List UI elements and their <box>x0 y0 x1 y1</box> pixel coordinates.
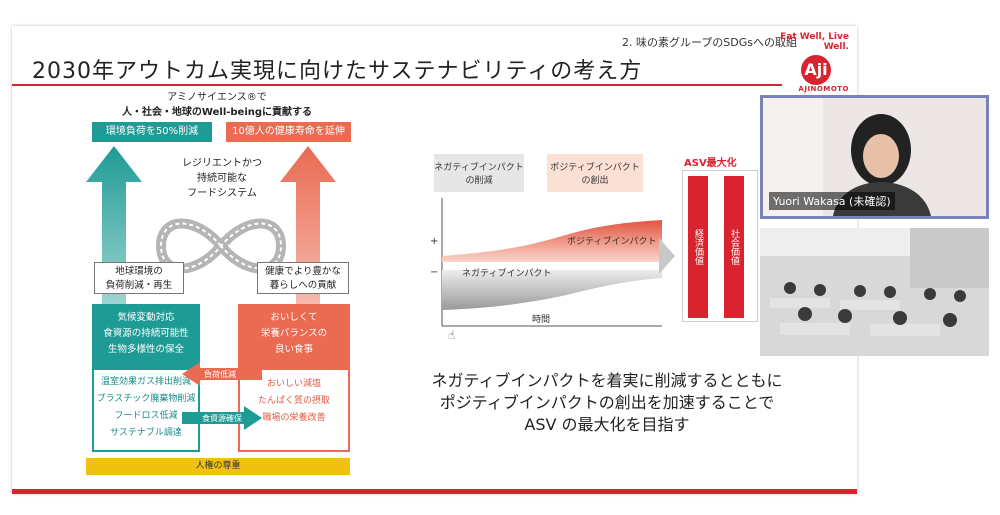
ajinomoto-logo-icon: Aji <box>801 55 831 85</box>
right-box-line-2: 暮らしへの貢献 <box>269 280 337 291</box>
left-benefit-box: 地球環境の 負荷削減・再生 <box>94 262 184 294</box>
right-title-1: おいしくて <box>270 312 318 323</box>
right-box-line-1: 健康でより豊かな <box>265 266 341 277</box>
economic-value-bar: 経済価値 <box>688 176 708 318</box>
list-item: おいしい減塩 <box>266 379 321 389</box>
slide-title: 2030年アウトカム実現に向けたサステナビリティの考え方 <box>32 59 643 84</box>
positive-create-box: ポジティブインパクト の創出 <box>547 154 643 192</box>
video-tile-classroom[interactable] <box>760 228 989 356</box>
heading-line-1: アミノサイエンス®で <box>167 92 267 103</box>
left-box-line-1: 地球環境の <box>115 266 163 277</box>
brand-name: AJINOMOTO <box>798 85 849 93</box>
right-panel-list: おいしい減塩 たんぱく質の摂取 職場の栄養改善 <box>238 368 350 452</box>
positive-band-label: ポジティブインパクト <box>567 237 657 247</box>
caption-line-1: ネガティブインパクトを着実に削減するとともに <box>431 371 783 390</box>
minus-sign: − <box>430 267 439 278</box>
left-title-1: 気候変動対応 <box>117 312 175 323</box>
classroom-video-icon <box>760 228 989 356</box>
human-rights-bar: 人権の尊重 <box>86 458 350 475</box>
section-label: 2. 味の素グループのSDGsへの取組 <box>621 36 797 49</box>
negative-reduce-box: ネガティブインパクト の削減 <box>434 154 524 192</box>
list-item: サステナブル調達 <box>110 428 182 438</box>
list-item: 温室効果ガス排出削減 <box>100 377 191 387</box>
right-benefit-box: 健康でより豊かな 暮らしへの貢献 <box>257 262 349 294</box>
teal-up-arrow-icon <box>86 146 142 346</box>
impact-chart <box>441 198 662 327</box>
plus-sign: + <box>430 236 439 247</box>
list-item: たんぱく質の摂取 <box>257 396 330 406</box>
asv-title: ASV最大化 <box>684 158 737 169</box>
asv-frame <box>682 170 758 322</box>
arrow-label-reduce: 負荷低減 <box>204 370 236 379</box>
left-arrow-icon <box>182 362 262 386</box>
left-box-line-2: 負荷削減・再生 <box>105 280 173 291</box>
center-line-3: フードシステム <box>187 188 257 199</box>
coral-up-arrow-icon <box>280 146 336 346</box>
center-line-1: レジリエントかつ <box>182 158 262 169</box>
video-tile-speaker[interactable]: Yuori Wakasa (未確認) <box>760 95 989 219</box>
left-goal-badge: 環境負荷を50%削減 <box>92 122 212 142</box>
header-divider <box>12 84 782 86</box>
pos-label-2: の創出 <box>581 176 609 186</box>
slide-bottom-bar <box>12 489 857 494</box>
list-item: 職場の栄養改善 <box>262 413 326 423</box>
brand-logo: Eat Well, Live Well. Aji AJINOMOTO <box>769 32 849 93</box>
caption-line-3: ASV の最大化を目指す <box>524 415 690 434</box>
social-value-bar: 社会価値 <box>724 176 744 318</box>
pos-label-1: ポジティブインパクト <box>550 163 640 173</box>
diagram-heading: アミノサイエンス®で 人・社会・地球のWell-beingに貢献する <box>92 88 342 118</box>
right-panel-title: おいしくて 栄養バランスの 良い食事 <box>238 304 350 368</box>
center-label: レジリエントかつ 持続可能な フードシステム <box>162 154 282 199</box>
left-title-2: 食資源の持続可能性 <box>103 328 189 339</box>
slide-caption: ネガティブインパクトを着実に削減するとともに ポジティブインパクトの創出を加速す… <box>392 370 822 436</box>
left-panel-title: 気候変動対応 食資源の持続可能性 生物多様性の保全 <box>92 304 200 368</box>
brand-tagline: Eat Well, Live Well. <box>780 32 849 52</box>
left-panel-list: 温室効果ガス排出削減 プラスチック廃棄物削減 フードロス低減 サステナブル調達 <box>92 368 200 452</box>
positive-impact-area <box>442 220 662 262</box>
left-title-3: 生物多様性の保全 <box>107 344 184 355</box>
time-axis-label: 時間 <box>532 315 551 325</box>
exchange-arrows <box>182 362 262 430</box>
arrow-label-secure: 食資源確保 <box>202 414 242 423</box>
chevron-right-icon <box>659 238 675 274</box>
shared-slide: 2. 味の素グループのSDGsへの取組 2030年アウトカム実現に向けたサステナ… <box>12 26 857 494</box>
right-title-2: 栄養バランスの <box>260 328 328 339</box>
list-item: フードロス低減 <box>114 411 178 421</box>
neg-label-1: ネガティブインパクト <box>434 163 524 173</box>
negative-band-label: ネガティブインパクト <box>462 269 552 279</box>
cursor-hand-icon: ☝ <box>448 328 456 342</box>
neg-label-2: の削減 <box>465 176 493 186</box>
heading-line-2: 人・社会・地球のWell-beingに貢献する <box>121 107 313 118</box>
right-goal-badge: 10億人の健康寿命を延伸 <box>226 122 351 142</box>
right-title-3: 良い食事 <box>274 344 313 355</box>
caption-line-2: ポジティブインパクトの創出を加速することで <box>439 393 775 412</box>
participant-name-label: Yuori Wakasa (未確認) <box>769 192 895 210</box>
negative-impact-area <box>442 270 662 310</box>
right-arrow-icon <box>182 406 262 430</box>
list-item: プラスチック廃棄物削減 <box>96 394 196 404</box>
center-line-2: 持続可能な <box>197 173 247 184</box>
